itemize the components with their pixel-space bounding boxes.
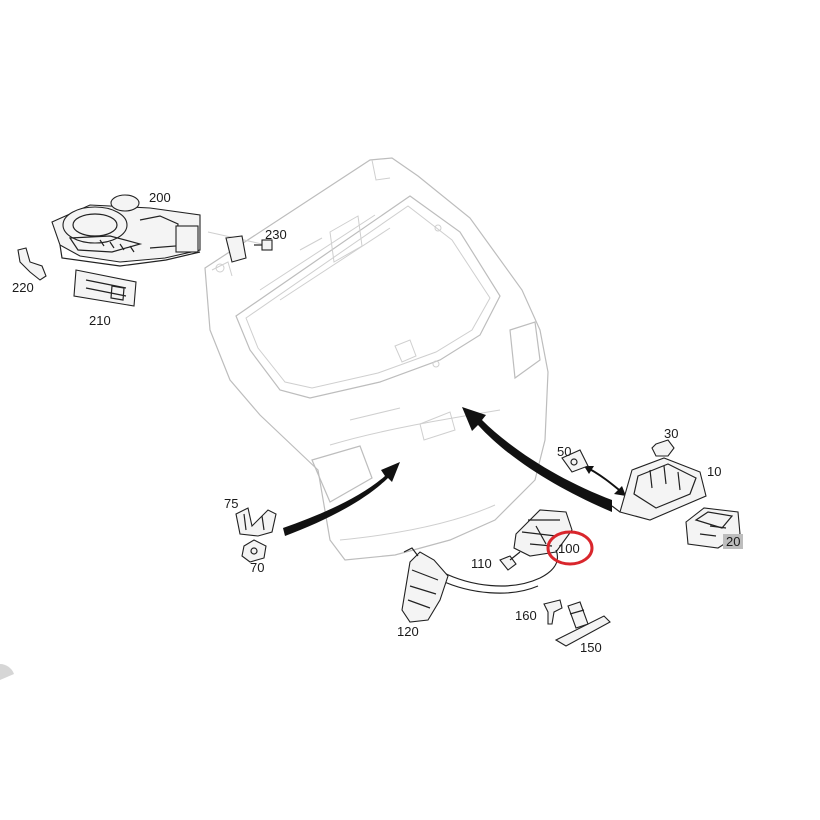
part-160-pin	[543, 599, 563, 625]
label-75: 75	[224, 496, 238, 511]
part-100-lock	[513, 509, 573, 557]
label-220: 220	[12, 280, 34, 295]
label-100: 100	[558, 541, 580, 556]
part-10-handle-camera	[611, 457, 707, 521]
part-50-clip	[561, 449, 589, 473]
label-120: 120	[397, 624, 419, 639]
label-30: 30	[664, 426, 678, 441]
arrow-to-tailgate-left	[283, 462, 400, 536]
part-210-control-unit	[73, 269, 137, 307]
part-230-bolt	[254, 239, 273, 251]
part-200-wiper-motor	[51, 194, 201, 267]
label-20-box	[723, 534, 743, 549]
part-75-striker-bracket	[235, 507, 277, 537]
tailgate-outline	[204, 157, 549, 561]
label-200: 200	[149, 190, 171, 205]
label-10: 10	[707, 464, 721, 479]
arrow-to-tailgate-right	[462, 407, 612, 512]
label-70: 70	[250, 560, 264, 575]
part-200-connector	[207, 231, 263, 263]
label-150: 150	[580, 640, 602, 655]
part-110-bolt	[499, 551, 521, 571]
label-50: 50	[557, 444, 571, 459]
label-230: 230	[265, 227, 287, 242]
cable	[439, 549, 559, 594]
label-160: 160	[515, 608, 537, 623]
part-150-bracket	[554, 601, 611, 647]
part-220-bracket	[17, 247, 47, 281]
part-70-clip	[241, 539, 267, 563]
label-20: 20	[726, 534, 740, 549]
arrow-50-to-10	[583, 465, 626, 496]
label-210: 210	[89, 313, 111, 328]
highlight-circle	[546, 530, 594, 566]
corner-mark	[0, 664, 14, 680]
label-110: 110	[471, 556, 492, 571]
part-120-actuator	[401, 547, 449, 623]
part-30-nut	[651, 439, 675, 457]
